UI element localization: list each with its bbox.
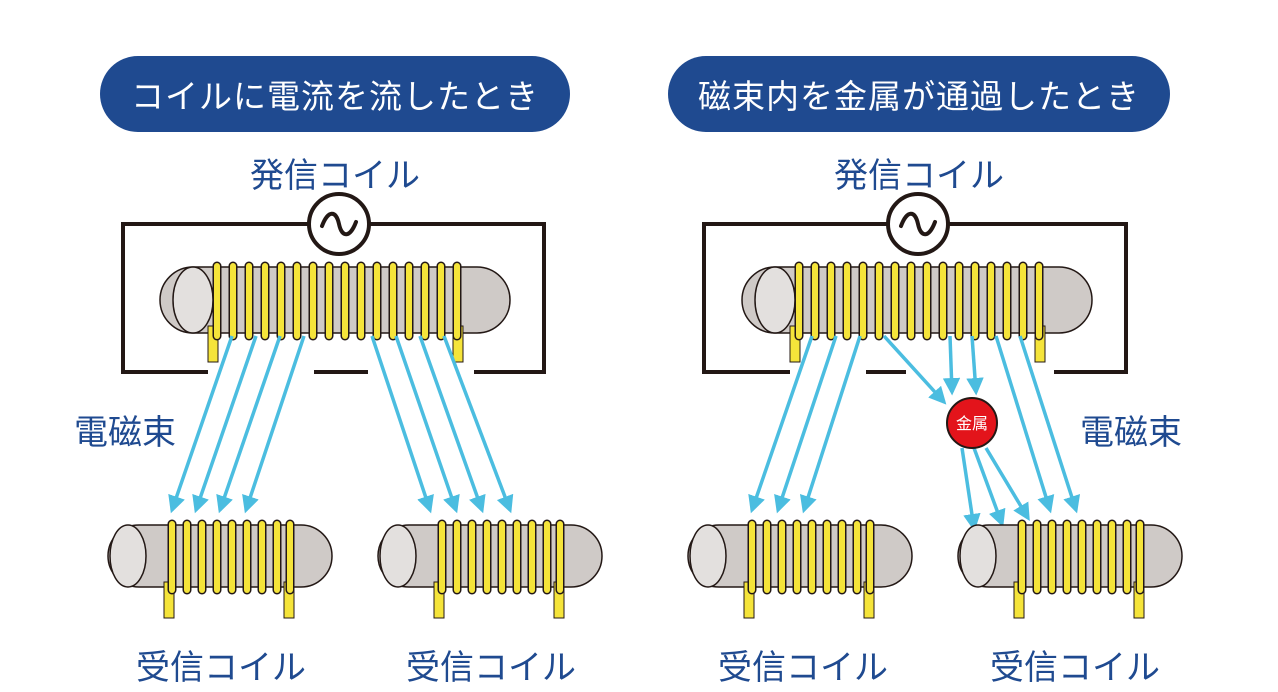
left-flux-label: 電磁束 [74, 413, 176, 453]
metal-label: 金属 [956, 414, 988, 433]
left-receive-coil-2 [378, 524, 602, 618]
left-receive-coil-1 [108, 524, 332, 618]
right-flux-arrows [748, 334, 1081, 532]
right-circuit-wire [702, 222, 1128, 374]
left-panel-header: コイルに電流を流したとき [100, 56, 570, 132]
left-ac-source-icon [307, 192, 371, 256]
right-flux-label: 電磁束 [1080, 413, 1182, 453]
right-receive-coil-2 [958, 524, 1182, 618]
metal-object: 金属 [946, 397, 998, 449]
left-receive-coil-label-1: 受信コイル [136, 648, 306, 688]
left-flux-arrows [168, 335, 514, 514]
right-receive-coil-1 [688, 524, 912, 618]
left-circuit-wire [121, 222, 546, 374]
right-panel-header: 磁束内を金属が通過したとき [668, 56, 1170, 132]
left-receive-coil-label-2: 受信コイル [406, 648, 576, 688]
right-transmit-coil-label: 発信コイル [834, 156, 1004, 196]
left-transmit-coil [160, 266, 510, 362]
right-receive-coil-label-1: 受信コイル [718, 648, 888, 688]
right-ac-source-icon [886, 192, 950, 256]
right-receive-coil-label-2: 受信コイル [990, 648, 1160, 688]
right-transmit-coil [742, 266, 1092, 362]
left-transmit-coil-label: 発信コイル [250, 156, 420, 196]
